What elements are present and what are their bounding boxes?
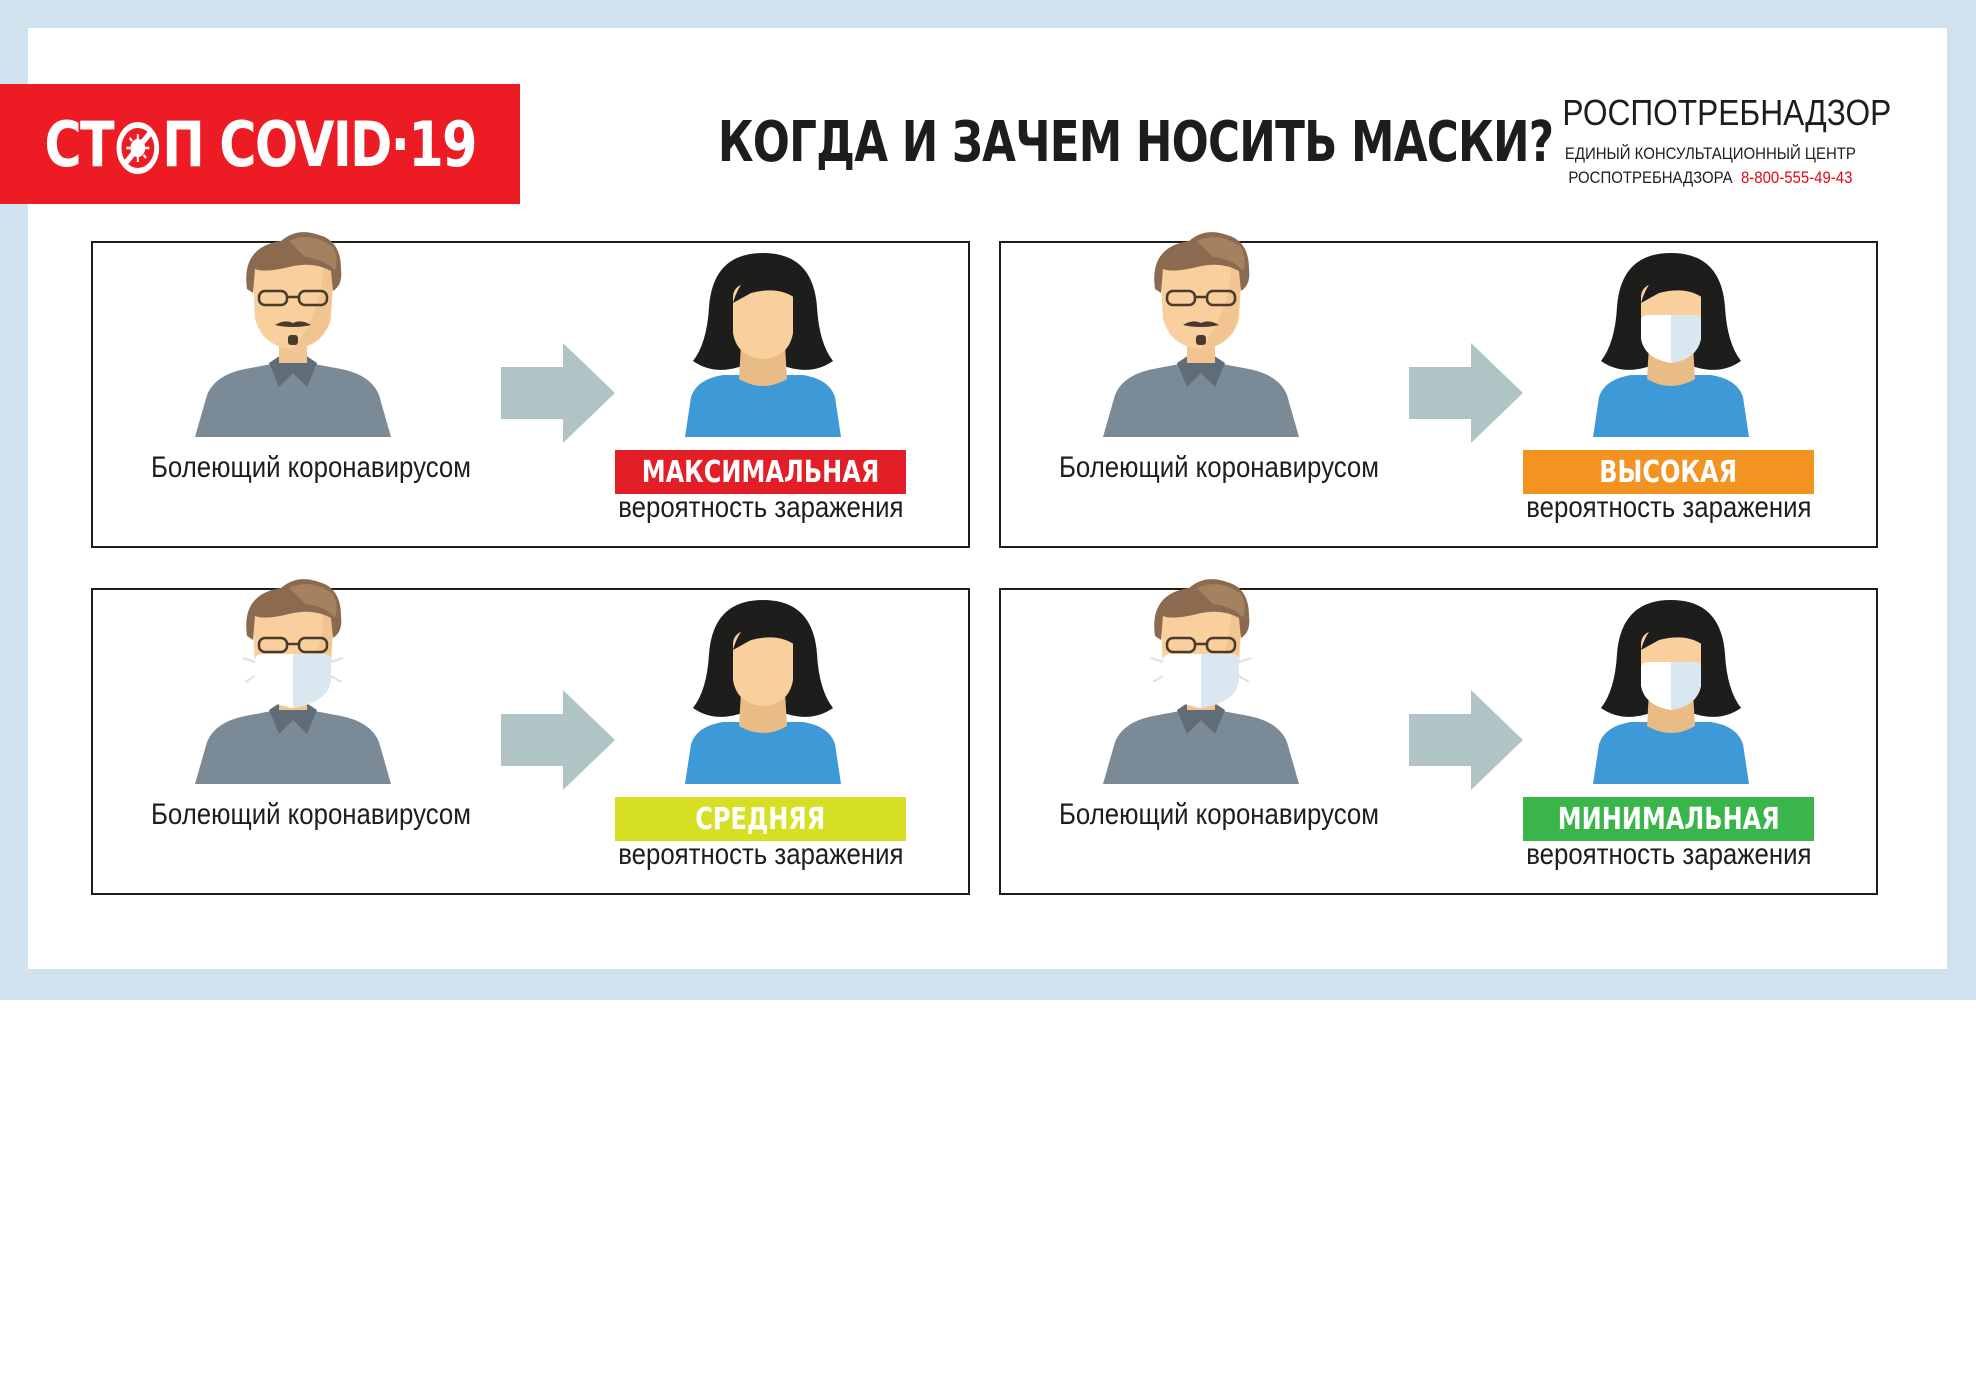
transmission-arrow-icon [1409, 343, 1523, 443]
sick-person-label: Болеющий коронавирусом [151, 451, 471, 484]
sick-person-label: Болеющий коронавирусом [1059, 798, 1379, 831]
scenario-panel-4: Болеющий коронавирусом МИНИМАЛЬНАЯ вероя… [999, 579, 1878, 895]
transmission-arrow-icon [501, 343, 615, 443]
org-line-1: ЕДИНЫЙ КОНСУЛЬТАЦИОННЫЙ ЦЕНТР [1564, 144, 1856, 163]
sick-person-label: Болеющий коронавирусом [151, 798, 471, 831]
badge-text-left: СТ [44, 107, 114, 181]
healthy-woman-icon [1593, 253, 1749, 437]
infection-probability-label: вероятность заражения [617, 491, 904, 524]
stop-covid-badge: СТ П COVID·19 [0, 84, 520, 204]
transmission-arrow-icon [501, 690, 615, 790]
sick-man-icon [1103, 579, 1299, 784]
org-name: РОСПОТРЕБНАДЗОР [1562, 92, 1892, 133]
healthy-woman-icon [685, 600, 841, 784]
infection-probability-label: вероятность заражения [1525, 838, 1812, 871]
infection-level-badge: МАКСИМАЛЬНАЯ [615, 450, 906, 494]
infection-level-badge: ВЫСОКАЯ [1523, 450, 1814, 494]
virus-stop-icon [116, 122, 159, 175]
sick-man-icon [1103, 232, 1299, 437]
infection-level-badge: МИНИМАЛЬНАЯ [1523, 797, 1814, 841]
org-phone: 8-800-555-49-43 [1740, 168, 1853, 187]
sick-man-icon [195, 579, 391, 784]
scenario-panel-3: Болеющий коронавирусом СРЕДНЯЯ вероятнос… [91, 579, 970, 895]
scenario-panel-1: Болеющий коронавирусом МАКСИМАЛЬНАЯ веро… [91, 232, 970, 548]
org-block: РОСПОТРЕБНАДЗОР ЕДИНЫЙ КОНСУЛЬТАЦИОННЫЙ … [1540, 92, 1891, 190]
transmission-arrow-icon [1409, 690, 1523, 790]
healthy-woman-icon [685, 253, 841, 437]
org-line-2: РОСПОТРЕБНАДЗОРА [1567, 168, 1733, 187]
infection-probability-label: вероятность заражения [617, 838, 904, 871]
infection-probability-label: вероятность заражения [1525, 491, 1812, 524]
sick-person-label: Болеющий коронавирусом [1059, 451, 1379, 484]
page-title: КОГДА И ЗАЧЕМ НОСИТЬ МАСКИ? [717, 110, 1554, 175]
scenario-panel-2: Болеющий коронавирусом ВЫСОКАЯ вероятнос… [999, 232, 1878, 548]
healthy-woman-icon [1593, 600, 1749, 784]
infection-level-badge: СРЕДНЯЯ [615, 797, 906, 841]
badge-text-right: П COVID·19 [162, 107, 477, 181]
sick-man-icon [195, 232, 391, 437]
